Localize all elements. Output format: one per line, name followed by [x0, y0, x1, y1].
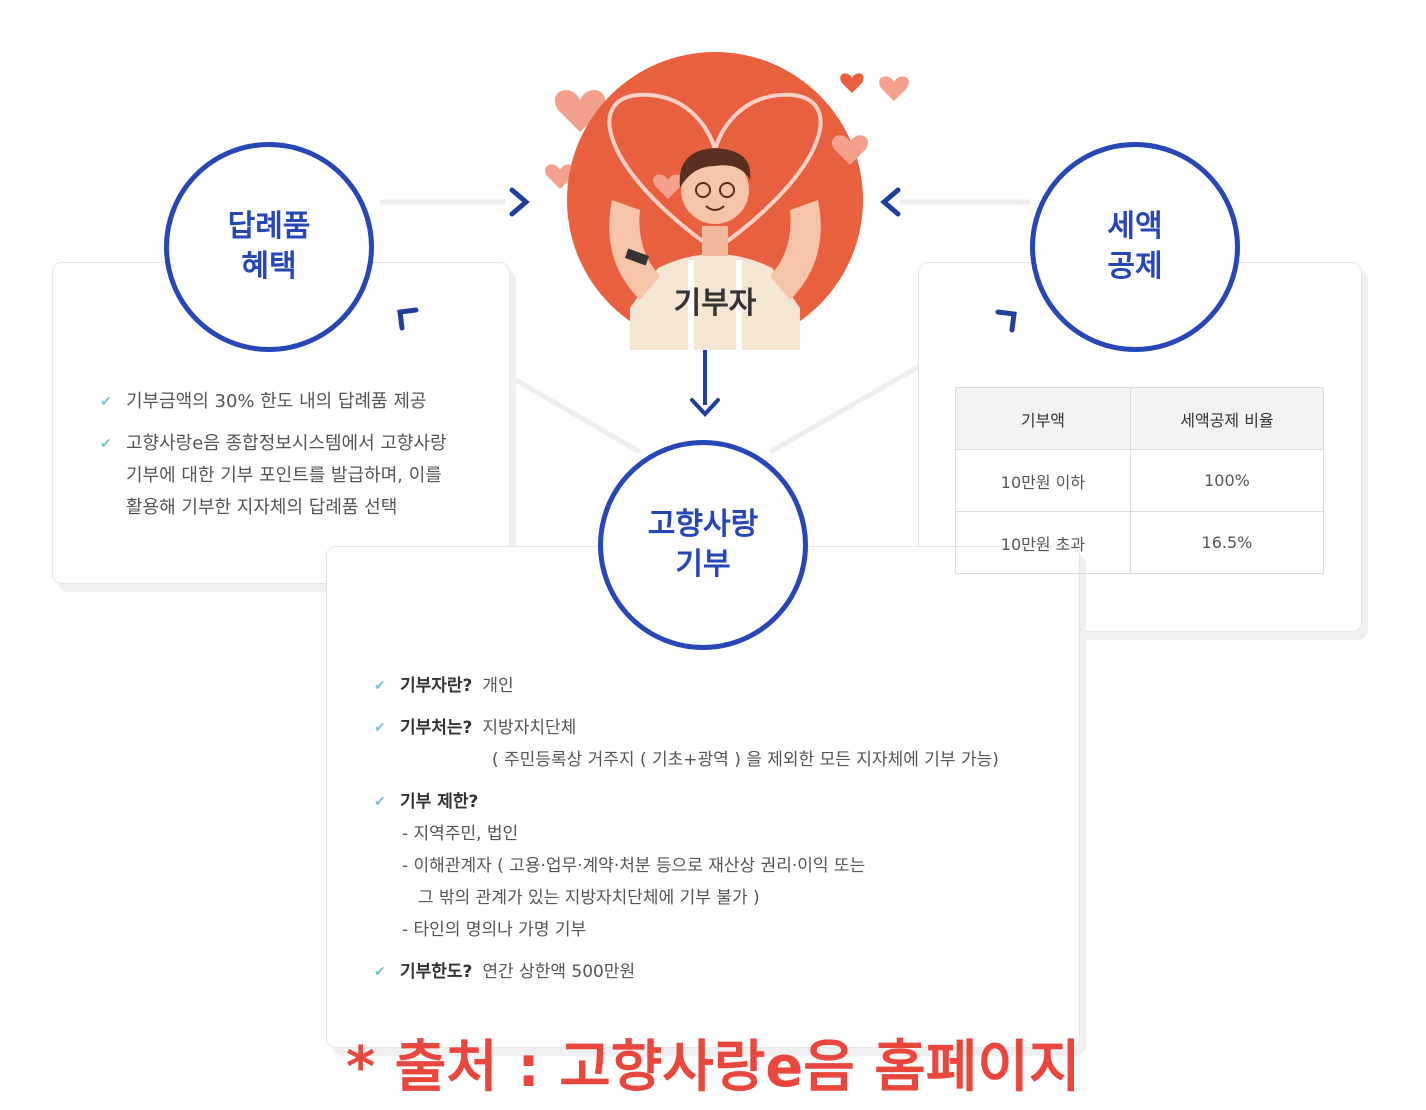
chevron-right-icon: [509, 187, 530, 217]
hometown-donation-circle: 고향사랑 기부: [598, 440, 808, 650]
list-item: ✔고향사랑e음 종합정보시스템에서 고향사랑 기부에 대한 기부 포인트를 발급…: [100, 428, 460, 524]
source-caption: * 출처 : 고향사랑e음 홈페이지: [346, 1035, 1081, 1100]
chevron-down-icon: [690, 398, 720, 417]
table-cell: 10만원 이하: [955, 449, 1131, 512]
donor-illustration: [545, 52, 909, 350]
arrow-up-left-icon: [397, 307, 419, 331]
table-cell: 16.5%: [1129, 511, 1325, 574]
donor-label: 기부자: [673, 286, 757, 321]
table-header-row: 기부액 세액공제 비율: [955, 387, 1325, 450]
check-icon: ✔: [374, 678, 386, 694]
list-item: ✔기부처는?지방자치단체( 주민등록상 거주지 ( 기초+광역 ) 을 제외한 …: [374, 712, 1054, 776]
gift-benefit-circle: 답례품 혜택: [164, 142, 374, 352]
tax-credit-title: 세액 공제: [1107, 209, 1163, 284]
tax-credit-table: 기부액 세액공제 비율 10만원 이하 100% 10만원 초과 16.5%: [955, 387, 1325, 574]
table-row: 10만원 이하 100%: [955, 449, 1325, 512]
gift-benefit-title: 답례품 혜택: [227, 209, 311, 284]
table-cell: 100%: [1129, 449, 1325, 512]
arrow-up-right-icon: [995, 309, 1017, 333]
table-header: 기부액: [955, 387, 1131, 450]
heart-icon: [840, 73, 864, 93]
list-item: ✔기부금액의 30% 한도 내의 답례품 제공: [100, 386, 460, 418]
heart-icon: [554, 89, 606, 132]
gift-benefit-list: ✔기부금액의 30% 한도 내의 답례품 제공 ✔고향사랑e음 종합정보시스템에…: [100, 386, 460, 534]
tax-credit-circle: 세액 공제: [1030, 142, 1240, 352]
heart-icon: [879, 76, 909, 101]
chevron-left-icon: [880, 187, 901, 217]
hometown-donation-title: 고향사랑 기부: [647, 507, 759, 582]
table-row: 10만원 초과 16.5%: [955, 511, 1325, 574]
list-item: ✔기부 제한? - 지역주민, 법인 - 이해관계자 ( 고용·업무·계약·처분…: [374, 786, 1054, 946]
check-icon: ✔: [374, 720, 386, 736]
heart-icon: [831, 135, 869, 165]
check-icon: ✔: [100, 436, 112, 452]
table-header: 세액공제 비율: [1129, 387, 1325, 450]
check-icon: ✔: [374, 794, 386, 810]
hometown-donation-list: ✔기부자란?개인 ✔기부처는?지방자치단체( 주민등록상 거주지 ( 기초+광역…: [374, 670, 1054, 998]
check-icon: ✔: [100, 394, 112, 410]
list-item: ✔기부한도?연간 상한액 500만원: [374, 956, 1054, 988]
list-item: ✔기부자란?개인: [374, 670, 1054, 702]
heart-icon: [545, 164, 575, 189]
table-cell: 10만원 초과: [955, 511, 1131, 574]
heart-icon: [653, 174, 683, 199]
check-icon: ✔: [374, 964, 386, 980]
